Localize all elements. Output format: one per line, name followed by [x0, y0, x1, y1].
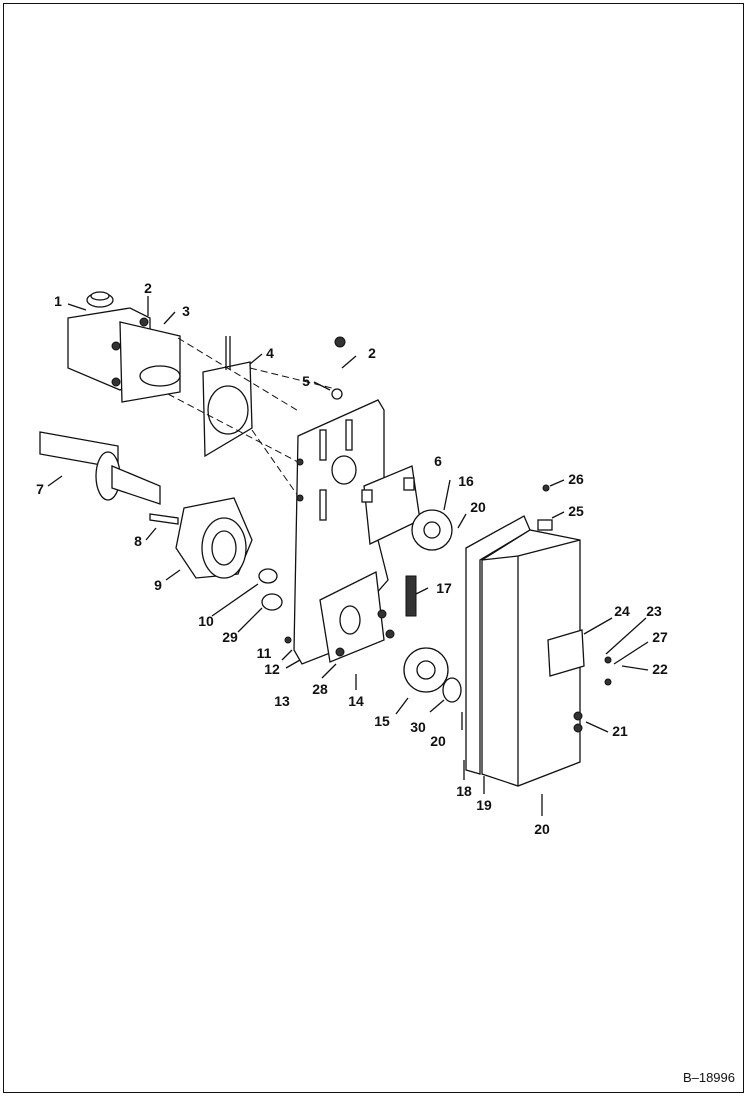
callout-5: 5: [302, 373, 310, 389]
upper-bracket: [361, 465, 421, 545]
callout-11: 11: [257, 645, 272, 661]
callout-29: 29: [222, 629, 238, 645]
drawing-frame: [3, 3, 744, 1093]
leader-lines: [47, 296, 649, 816]
callout-28: 28: [312, 681, 328, 697]
callout-19: 19: [476, 797, 492, 813]
drawing-number: B–18996: [682, 1070, 735, 1085]
callout-18: 18: [456, 783, 472, 799]
callout-2-top: 2: [368, 345, 376, 361]
callout-25: 25: [568, 503, 584, 519]
callout-15: 15: [374, 713, 390, 729]
alignment-lines: [167, 337, 341, 497]
callout-1: 1: [54, 293, 62, 309]
callout-9: 9: [154, 577, 162, 593]
motor-mount-plate: [202, 336, 253, 458]
chain-case: [465, 484, 581, 787]
callout-20-mid: 20: [430, 733, 446, 749]
callout-10: 10: [198, 613, 214, 629]
callout-8: 8: [134, 533, 142, 549]
callout-22: 22: [652, 661, 668, 677]
callout-21: 21: [612, 723, 628, 739]
callout-17: 17: [436, 580, 452, 596]
callout-6: 6: [434, 453, 442, 469]
callout-4: 4: [266, 345, 274, 361]
callout-16: 16: [458, 473, 474, 489]
callout-7: 7: [36, 481, 44, 497]
callout-23: 23: [646, 603, 662, 619]
callout-14: 14: [348, 693, 364, 709]
drive-shaft: [39, 431, 179, 525]
callout-2-motor: 2: [144, 280, 152, 296]
callout-13: 13: [274, 693, 290, 709]
hydraulic-motor: [67, 291, 181, 403]
callout-12: 12: [264, 661, 280, 677]
callout-20-bottom: 20: [534, 821, 550, 837]
sprockets-and-chain: [331, 336, 462, 703]
lower-bearing-plate: [319, 571, 395, 663]
callout-26: 26: [568, 471, 584, 487]
callout-3: 3: [182, 303, 190, 319]
roller-assembly: [175, 497, 283, 611]
callout-24: 24: [614, 603, 630, 619]
callout-27: 27: [652, 629, 668, 645]
inspection-cover: [547, 629, 612, 733]
callout-30: 30: [410, 719, 426, 735]
callout-20-top: 20: [470, 499, 486, 515]
